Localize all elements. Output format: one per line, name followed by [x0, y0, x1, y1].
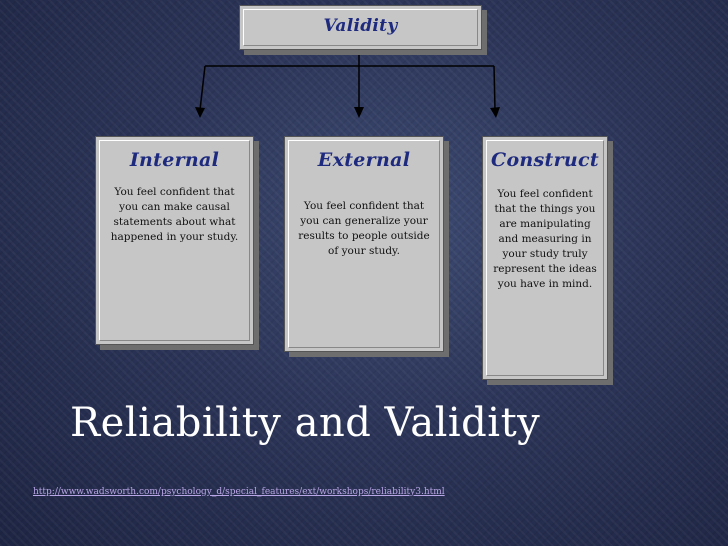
source-link[interactable]: http://www.wadsworth.com/psychology_d/sp…: [33, 487, 445, 497]
internal-validity-title: Internal: [129, 149, 220, 171]
internal-validity-box: Internal You feel confident that you can…: [95, 136, 254, 345]
construct-validity-title: Construct: [491, 149, 599, 171]
construct-validity-description: You feel confident that the things you a…: [493, 188, 597, 290]
validity-root-box: Validity: [239, 5, 482, 50]
arrow-head-internal: [195, 107, 205, 118]
external-validity-description: You feel confident that you can generali…: [298, 200, 430, 257]
arrow-line-construct: [493, 65, 496, 111]
internal-validity-description: You feel confident that you can make cau…: [110, 186, 239, 243]
external-validity-box: External You feel confident that you can…: [284, 136, 444, 352]
construct-validity-box: Construct You feel confident that the th…: [482, 136, 608, 380]
arrow-head-construct: [490, 107, 500, 118]
validity-root-title: Validity: [323, 16, 398, 36]
arrow-line-internal: [199, 65, 206, 111]
external-validity-title: External: [317, 149, 411, 171]
arrow-head-external: [354, 107, 364, 118]
slide-title: Reliability and Validity: [70, 400, 541, 446]
